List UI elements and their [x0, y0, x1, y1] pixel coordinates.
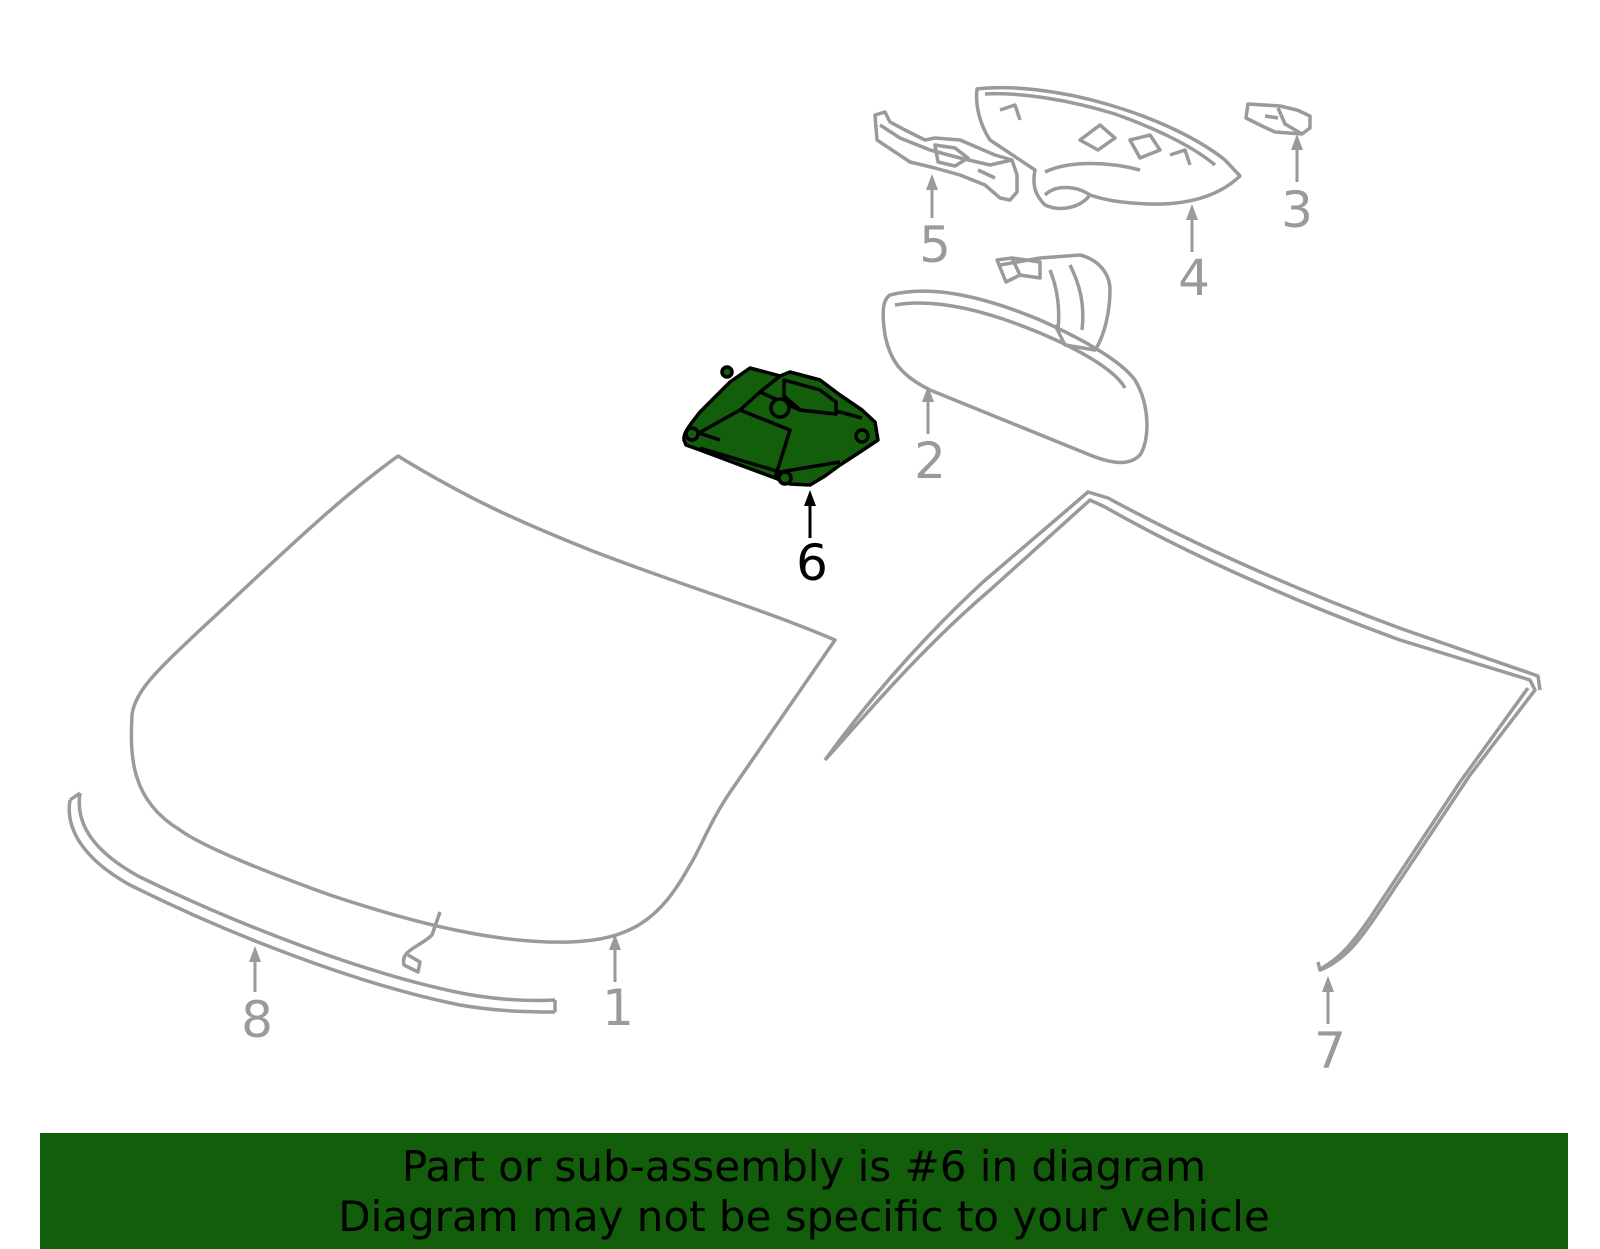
part-4-cover [974, 85, 1242, 211]
callout-label-6: 6 [796, 534, 828, 592]
part-5-bracket [873, 110, 1019, 202]
callout-label-5: 5 [919, 216, 951, 274]
part-7-seal [823, 490, 1542, 972]
callout-label-4: 4 [1178, 249, 1210, 307]
banner-line-1: Part or sub-assembly is #6 in diagram [401, 1142, 1207, 1191]
part-8-molding [67, 791, 557, 1014]
banner-line-2: Diagram may not be specific to your vehi… [338, 1192, 1270, 1241]
part-6-highlighted-module[interactable] [682, 365, 880, 487]
callout-arrow-6 [804, 490, 816, 538]
part-2-mirror [881, 253, 1149, 465]
callout-label-8: 8 [241, 991, 273, 1049]
callout-label-1: 1 [602, 979, 634, 1037]
part-3-clip [1244, 102, 1312, 136]
part-1-windshield [129, 454, 837, 974]
callout-label-2: 2 [914, 432, 946, 490]
callout-arrows [249, 134, 1334, 1024]
info-banner: Part or sub-assembly is #6 in diagram Di… [40, 1133, 1568, 1249]
callout-label-7: 7 [1314, 1022, 1346, 1080]
callout-label-3: 3 [1281, 181, 1313, 239]
